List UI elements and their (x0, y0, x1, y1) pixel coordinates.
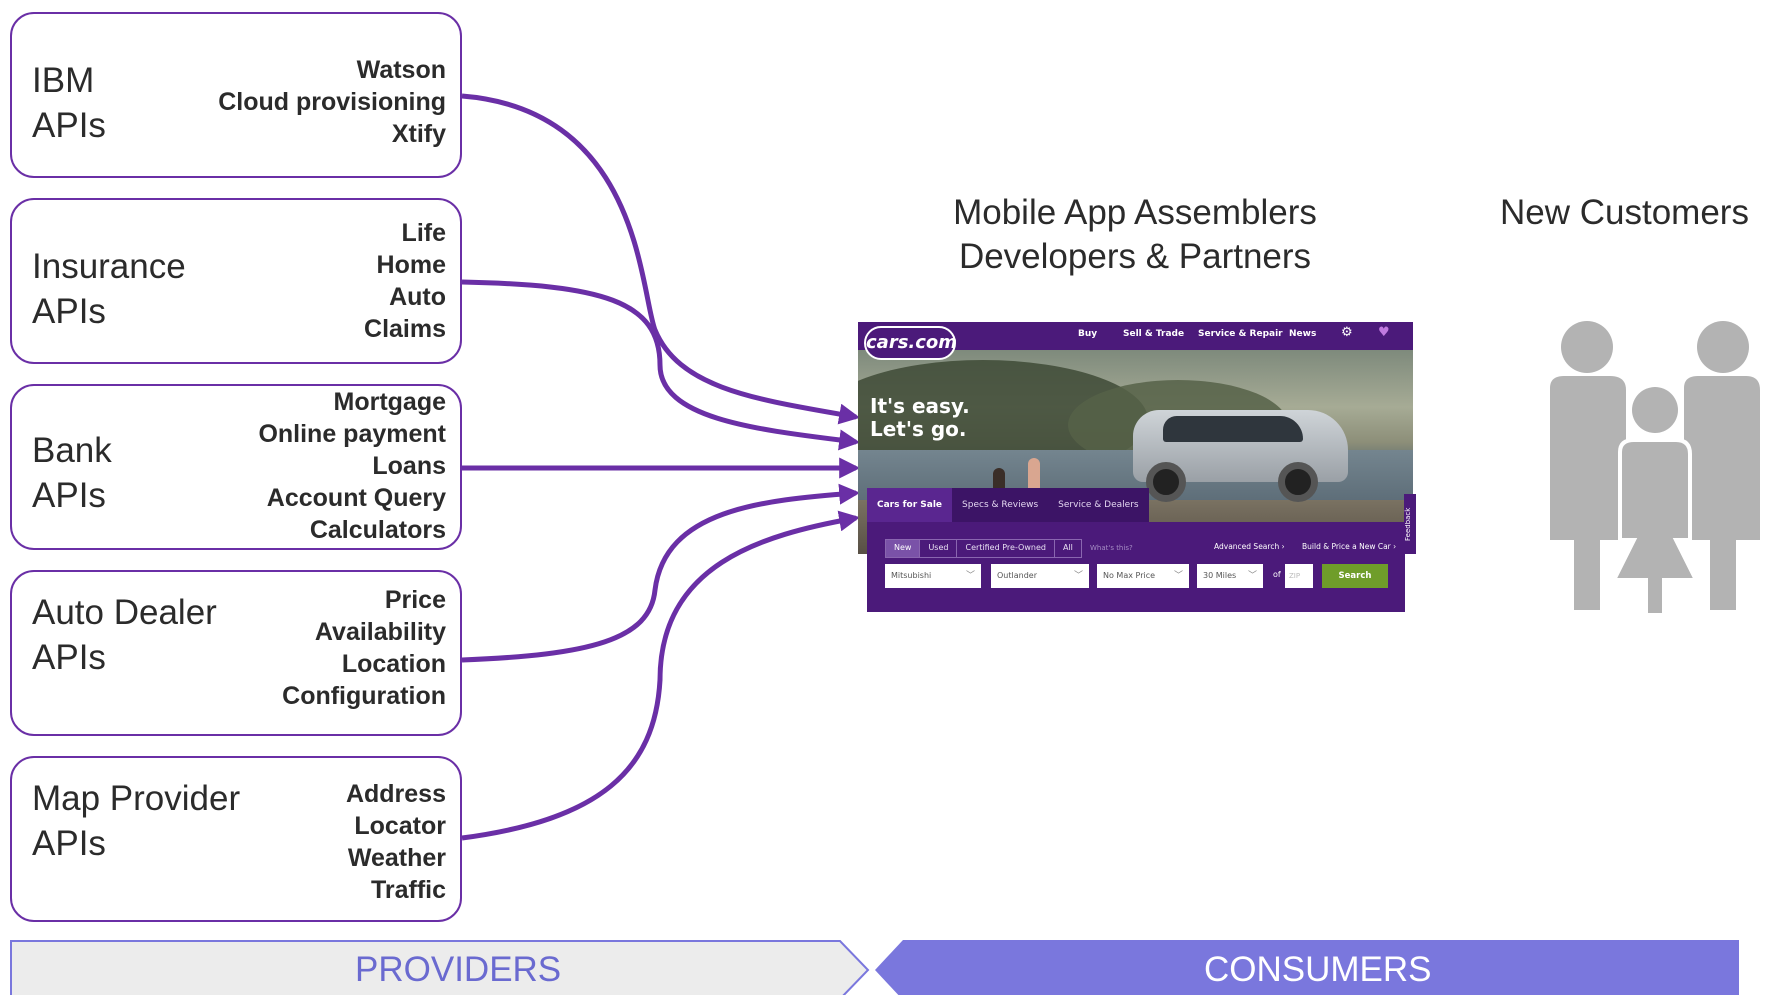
search-button[interactable]: Search (1322, 564, 1388, 588)
api-item: Loans (372, 452, 446, 480)
provider-box-map-provider: Map Provider APIs Address Locator Weathe… (10, 756, 462, 922)
api-item: Mortgage (333, 388, 447, 416)
api-item: Home (376, 251, 446, 279)
feedback-tab[interactable]: Feedback (1404, 494, 1416, 554)
api-item: Address (345, 780, 446, 808)
chevron-down-icon: ﹀ (1173, 571, 1183, 581)
make-select[interactable]: Mitsubishi﹀ (885, 564, 981, 588)
cars-com-logo[interactable]: cars.com (864, 326, 957, 360)
gear-icon[interactable]: ⚙ (1341, 325, 1353, 340)
build-price-link[interactable]: Build & Price a New Car › (1302, 542, 1397, 551)
condition-toggle: New Used Certified Pre-Owned All (885, 539, 1082, 558)
chevron-down-icon: ﹀ (1073, 571, 1083, 581)
api-item: Claims (364, 315, 446, 343)
tab-cars-for-sale[interactable]: Cars for Sale (867, 488, 953, 522)
assemblers-heading: Mobile App Assemblers Developers & Partn… (953, 193, 1317, 276)
nav-sell-trade[interactable]: Sell & Trade (1123, 329, 1185, 339)
api-item: Calculators (309, 516, 446, 544)
provider-name: Auto Dealer APIs (32, 593, 217, 677)
of-label: of (1273, 570, 1281, 579)
hero-tagline: It's easy. Let's go. (870, 394, 970, 441)
api-item: Price (384, 586, 446, 614)
nav-news[interactable]: News (1289, 329, 1317, 339)
provider-box-bank: Bank APIs Mortgage Online payment Loans … (10, 384, 462, 550)
provider-name: Insurance APIs (32, 247, 186, 331)
condition-used[interactable]: Used (920, 540, 958, 557)
provider-box-auto-dealer: Auto Dealer APIs Price Availability Loca… (10, 570, 462, 736)
chevron-down-icon: ﹀ (1247, 571, 1257, 581)
zip-input[interactable]: ZIP (1285, 564, 1313, 588)
providers-banner (10, 940, 870, 995)
provider-box-insurance: Insurance APIs Life Home Auto Claims (10, 198, 462, 364)
model-select[interactable]: Outlander﹀ (991, 564, 1089, 588)
tab-specs-reviews[interactable]: Specs & Reviews (952, 488, 1049, 522)
customers-heading: New Customers (1500, 193, 1749, 232)
condition-new[interactable]: New (886, 540, 921, 557)
condition-certified[interactable]: Certified Pre-Owned (957, 540, 1055, 557)
distance-select[interactable]: 30 Miles﹀ (1197, 564, 1263, 588)
website-screenshot: It's easy. Let's go. Buy Sell & Trade Se… (858, 322, 1416, 612)
condition-all[interactable]: All (1062, 543, 1073, 552)
api-item: Weather (347, 844, 446, 872)
providers-label: PROVIDERS (355, 950, 562, 989)
provider-api-list: Life Home Auto Claims (364, 217, 446, 345)
api-item: Watson (356, 56, 446, 84)
consumers-banner (875, 940, 1739, 995)
connector-auto-dealer (461, 483, 861, 663)
people-group-icon (1550, 321, 1760, 617)
api-item: Locator (354, 812, 446, 840)
provider-name: IBM APIs (32, 61, 106, 145)
connector-insurance (461, 279, 861, 451)
api-item: Cloud provisioning (218, 88, 446, 116)
provider-api-list: Price Availability Location Configuratio… (282, 584, 446, 712)
api-item: Traffic (370, 876, 446, 904)
api-item: Account Query (266, 484, 446, 512)
api-item: Life (401, 219, 446, 247)
search-tabs: Cars for Sale Specs & Reviews Service & … (867, 488, 1149, 522)
provider-api-list: Address Locator Weather Traffic (346, 778, 446, 906)
api-item: Xtify (391, 120, 446, 148)
nav-buy[interactable]: Buy (1078, 329, 1098, 339)
api-item: Auto (389, 283, 446, 311)
connector-map-provider (461, 510, 861, 841)
chevron-down-icon: ﹀ (965, 571, 975, 581)
provider-name: Bank APIs (32, 431, 112, 515)
nav-service-repair[interactable]: Service & Repair (1198, 329, 1283, 339)
heart-icon[interactable]: ♥ (1378, 325, 1390, 340)
tab-service-dealers[interactable]: Service & Dealers (1048, 488, 1149, 522)
search-panel: New Used Certified Pre-Owned All What's … (867, 522, 1405, 612)
price-select[interactable]: No Max Price﹀ (1097, 564, 1189, 588)
api-item: Location (341, 650, 446, 678)
api-item: Configuration (282, 682, 446, 710)
api-item: Availability (314, 618, 446, 646)
consumers-label: CONSUMERS (1204, 950, 1432, 989)
provider-box-ibm: IBM APIs Watson Cloud provisioning Xtify (10, 12, 462, 178)
provider-api-list: Mortgage Online payment Loans Account Qu… (258, 386, 446, 546)
connector-ibm (461, 93, 861, 425)
advanced-search-link[interactable]: Advanced Search › (1214, 542, 1285, 551)
provider-api-list: Watson Cloud provisioning Xtify (218, 54, 446, 150)
provider-name: Map Provider APIs (32, 779, 241, 863)
api-item: Online payment (258, 420, 446, 448)
whats-this-link[interactable]: What's this? (1090, 544, 1133, 552)
